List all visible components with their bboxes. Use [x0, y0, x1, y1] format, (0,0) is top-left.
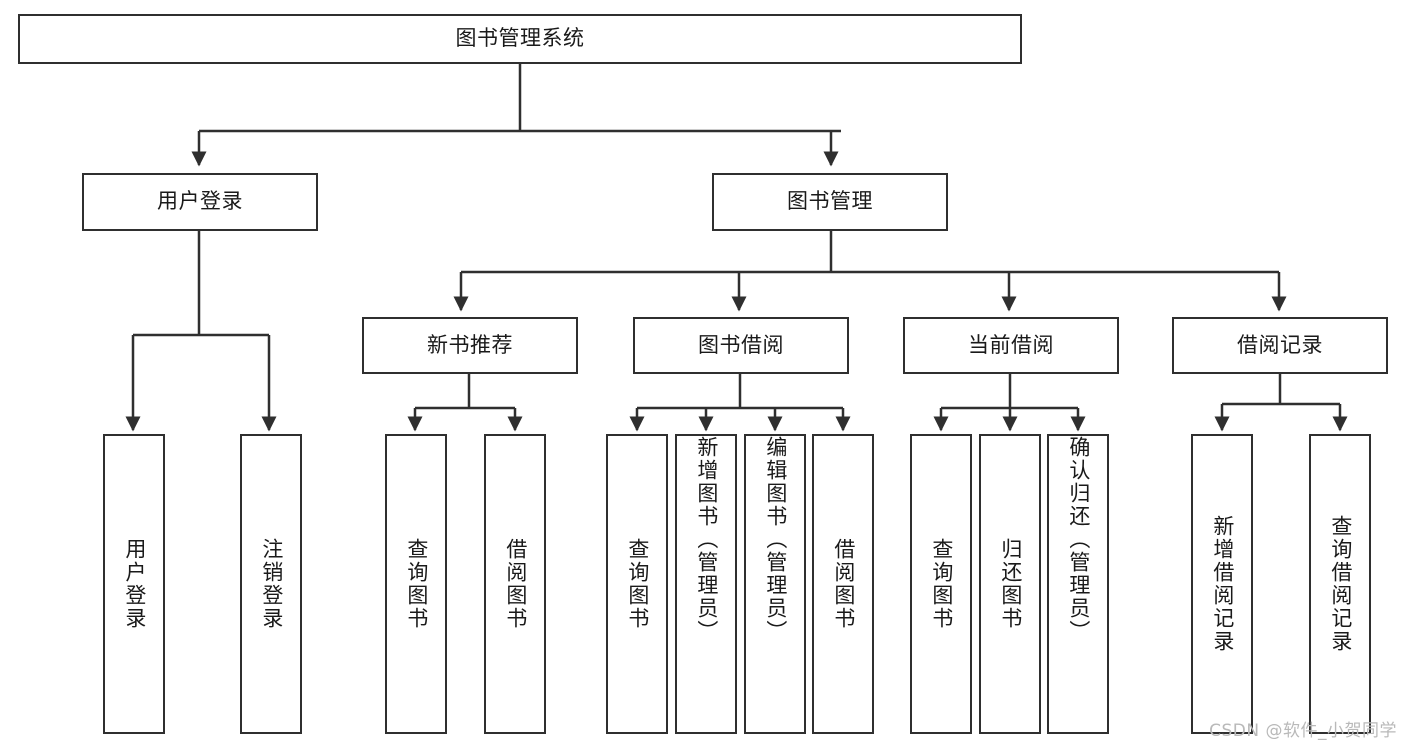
node-leaf-confirm-return[interactable]: 确认归还（管理员） — [1047, 434, 1109, 734]
node-borrow-record[interactable]: 借阅记录 — [1172, 317, 1388, 374]
node-current-borrow[interactable]: 当前借阅 — [903, 317, 1119, 374]
node-leaf-user-login[interactable]: 用户登录 — [103, 434, 165, 734]
node-new-book-recommend-label: 新书推荐 — [427, 332, 513, 357]
node-leaf-query-book-3-label: 查询图书 — [929, 538, 954, 630]
node-book-management[interactable]: 图书管理 — [712, 173, 948, 231]
node-leaf-confirm-return-label: 确认归还（管理员） — [1066, 436, 1091, 643]
node-user-login[interactable]: 用户登录 — [82, 173, 318, 231]
node-leaf-return-book[interactable]: 归还图书 — [979, 434, 1041, 734]
node-leaf-query-book-2[interactable]: 查询图书 — [606, 434, 668, 734]
node-leaf-query-book-1-label: 查询图书 — [404, 538, 429, 630]
node-leaf-query-book-3[interactable]: 查询图书 — [910, 434, 972, 734]
node-borrow-record-label: 借阅记录 — [1237, 332, 1323, 357]
node-leaf-query-book-1[interactable]: 查询图书 — [385, 434, 447, 734]
node-leaf-borrow-book-2-label: 借阅图书 — [831, 538, 856, 630]
node-leaf-add-book-label: 新增图书（管理员） — [694, 436, 719, 643]
node-leaf-logout-login-label: 注销登录 — [259, 538, 284, 630]
node-book-borrow-label: 图书借阅 — [698, 332, 784, 357]
node-root-label: 图书管理系统 — [455, 26, 585, 51]
node-leaf-edit-book-label: 编辑图书（管理员） — [763, 436, 788, 643]
node-leaf-add-record[interactable]: 新增借阅记录 — [1191, 434, 1253, 734]
node-leaf-query-book-2-label: 查询图书 — [625, 538, 650, 630]
node-new-book-recommend[interactable]: 新书推荐 — [362, 317, 578, 374]
node-leaf-borrow-book-1-label: 借阅图书 — [503, 538, 528, 630]
node-leaf-logout-login[interactable]: 注销登录 — [240, 434, 302, 734]
node-root[interactable]: 图书管理系统 — [18, 14, 1022, 64]
node-leaf-edit-book[interactable]: 编辑图书（管理员） — [744, 434, 806, 734]
node-leaf-return-book-label: 归还图书 — [998, 538, 1023, 630]
node-leaf-query-record[interactable]: 查询借阅记录 — [1309, 434, 1371, 734]
node-leaf-borrow-book-1[interactable]: 借阅图书 — [484, 434, 546, 734]
node-current-borrow-label: 当前借阅 — [968, 332, 1054, 357]
node-book-borrow[interactable]: 图书借阅 — [633, 317, 849, 374]
watermark-text: CSDN @软件_小贺同学 — [1209, 721, 1397, 741]
node-leaf-user-login-label: 用户登录 — [122, 538, 147, 630]
node-leaf-add-record-label: 新增借阅记录 — [1210, 515, 1235, 653]
node-book-management-label: 图书管理 — [787, 189, 873, 214]
node-leaf-query-record-label: 查询借阅记录 — [1328, 515, 1353, 653]
node-leaf-add-book[interactable]: 新增图书（管理员） — [675, 434, 737, 734]
node-user-login-label: 用户登录 — [157, 189, 243, 214]
node-leaf-borrow-book-2[interactable]: 借阅图书 — [812, 434, 874, 734]
